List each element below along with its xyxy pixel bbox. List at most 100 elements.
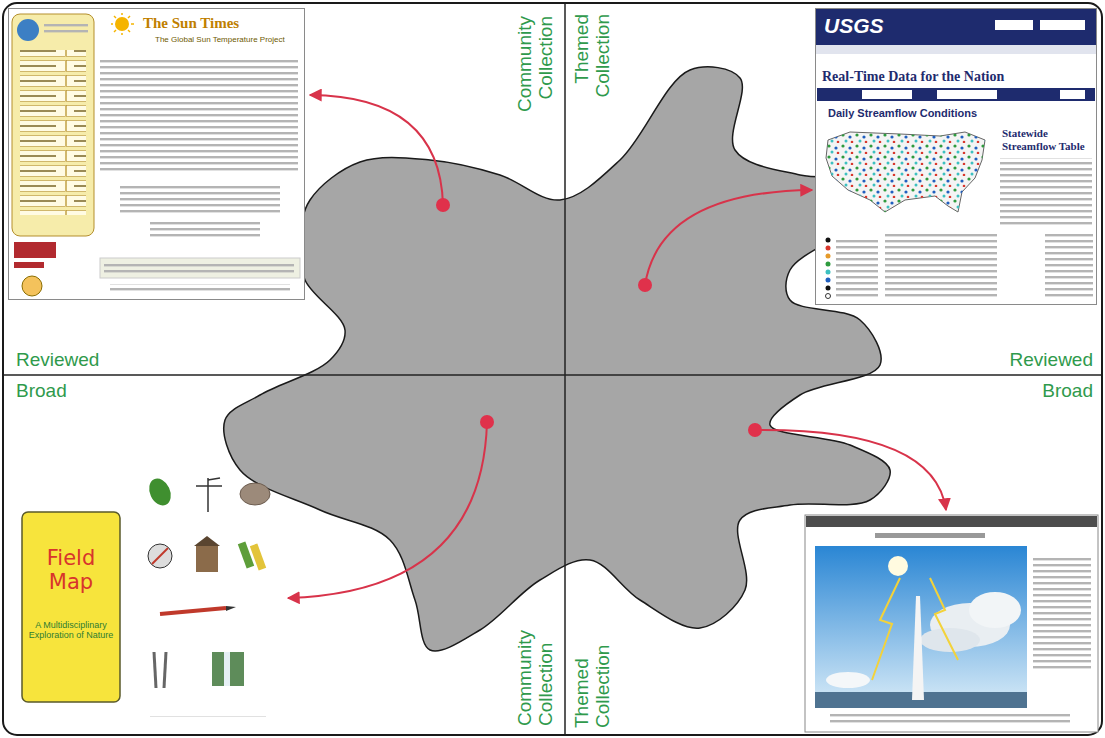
legend-dot xyxy=(826,238,831,299)
notebook-title: Field Map xyxy=(31,546,111,594)
usgs-screenshot xyxy=(826,132,985,212)
atmosphere-screenshot xyxy=(930,578,958,660)
pointer-arrow xyxy=(288,422,487,598)
axis-label: Reviewed xyxy=(16,349,99,370)
sun-times-screenshot xyxy=(150,222,260,240)
legend-dot xyxy=(826,278,831,283)
axis-label: Themed Collection xyxy=(571,14,613,126)
field-map-screenshot xyxy=(148,544,172,568)
sun-times-screenshot xyxy=(104,262,294,276)
usgs-screenshot xyxy=(815,8,1097,305)
usgs-screenshot xyxy=(1060,90,1085,99)
field-map-screenshot xyxy=(152,548,168,564)
page-subtitle: The Global Sun Temperature Project xyxy=(155,35,301,44)
pointer-arrow xyxy=(310,95,443,205)
sun-times-screenshot xyxy=(44,24,88,36)
atmosphere-screenshot xyxy=(920,628,980,652)
axis-label: Broad xyxy=(16,380,67,401)
field-map-screenshot xyxy=(22,512,120,702)
axis-lines xyxy=(564,4,566,734)
legend-dot xyxy=(826,246,831,251)
usgs-screenshot xyxy=(816,45,1096,54)
axis-label: Reviewed xyxy=(1010,349,1093,370)
usgs-screenshot xyxy=(937,90,997,99)
axis-label: Broad xyxy=(1042,380,1093,401)
axis-lines xyxy=(4,374,1101,376)
frame xyxy=(3,3,1102,735)
atmosphere-screenshot xyxy=(805,515,1098,732)
sun-times-screenshot xyxy=(22,276,42,296)
atmosphere-screenshot xyxy=(806,516,1097,527)
usgs-screenshot xyxy=(817,88,1095,101)
atmosphere-screenshot xyxy=(872,578,900,680)
pointer-arrow xyxy=(755,430,946,510)
sun-times-screenshot xyxy=(12,14,94,236)
resource-dot xyxy=(638,278,652,292)
sun-times-screenshot xyxy=(121,33,123,35)
legend-dot xyxy=(826,270,831,275)
sun-times-screenshot xyxy=(100,258,300,278)
field-map-screenshot xyxy=(164,652,166,688)
field-map-screenshot xyxy=(240,483,270,505)
usgs-screenshot xyxy=(816,9,1096,45)
sun-times-screenshot xyxy=(17,19,39,41)
field-map-screenshot xyxy=(226,606,236,611)
map-heading: Daily Streamflow Conditions xyxy=(828,107,1028,120)
usgs-screenshot xyxy=(862,90,912,99)
atmosphere-screenshot xyxy=(805,515,1098,732)
field-map-screenshot xyxy=(196,485,222,487)
atmosphere-screenshot xyxy=(912,596,924,700)
pointer-arrow xyxy=(645,190,812,285)
atmosphere-screenshot xyxy=(969,592,1021,628)
sun-times-screenshot xyxy=(114,30,116,32)
atmosphere-screenshot xyxy=(830,714,1070,726)
legend-dot xyxy=(826,262,831,267)
sun-times-screenshot xyxy=(100,60,298,174)
resource-dot xyxy=(748,423,762,437)
field-map-screenshot xyxy=(250,543,266,570)
field-map-screenshot xyxy=(154,652,166,688)
sun-times-screenshot xyxy=(111,13,134,35)
usgs-screenshot xyxy=(1040,20,1085,30)
sun-times-screenshot xyxy=(110,284,290,294)
atmosphere-screenshot xyxy=(1033,556,1091,671)
field-map-screenshot xyxy=(160,608,226,614)
resource-dot xyxy=(436,198,450,212)
usgs-screenshot xyxy=(885,232,997,298)
atmosphere-screenshot xyxy=(826,672,870,688)
usgs-screenshot xyxy=(1000,158,1092,226)
atmosphere-screenshot xyxy=(815,546,1027,708)
sun-times-screenshot xyxy=(8,8,305,300)
notebook-subtitle: A Multidisciplinary Exploration of Natur… xyxy=(26,620,116,641)
sun-times-screenshot xyxy=(121,13,123,15)
screenshot-panel: The Sun TimesThe Global Sun Temperature … xyxy=(8,8,305,300)
sun-times-screenshot xyxy=(14,262,44,268)
field-map-screenshot xyxy=(154,652,156,688)
field-map-screenshot xyxy=(208,478,220,480)
field-map-screenshot xyxy=(22,475,270,720)
page-title: The Sun Times xyxy=(143,15,303,32)
usgs-screenshot xyxy=(815,8,1097,305)
screenshot-panel: USGSReal-Time Data for the NationDaily S… xyxy=(815,8,1097,305)
atmosphere-screenshot xyxy=(875,533,985,538)
sun-times-screenshot xyxy=(20,50,86,215)
sun-times-screenshot xyxy=(128,30,130,32)
usgs-screenshot xyxy=(995,20,1033,30)
legend-dot xyxy=(826,294,831,299)
field-map-screenshot xyxy=(196,478,222,512)
resource-dot xyxy=(480,415,494,429)
sun-times-screenshot xyxy=(8,8,305,300)
field-map-screenshot xyxy=(150,716,266,720)
axis-label: Themed Collection xyxy=(571,616,613,728)
field-map-screenshot xyxy=(196,546,218,572)
legend-dot xyxy=(826,286,831,291)
field-map-screenshot xyxy=(224,652,230,686)
resource-dot xyxy=(436,198,762,437)
axis-label: Community Collection xyxy=(514,16,556,128)
legend-dot xyxy=(826,238,831,243)
field-map-screenshot xyxy=(212,652,244,686)
site-logo: USGS xyxy=(824,14,914,38)
field-map-screenshot xyxy=(207,478,209,512)
usgs-screenshot xyxy=(836,238,878,300)
